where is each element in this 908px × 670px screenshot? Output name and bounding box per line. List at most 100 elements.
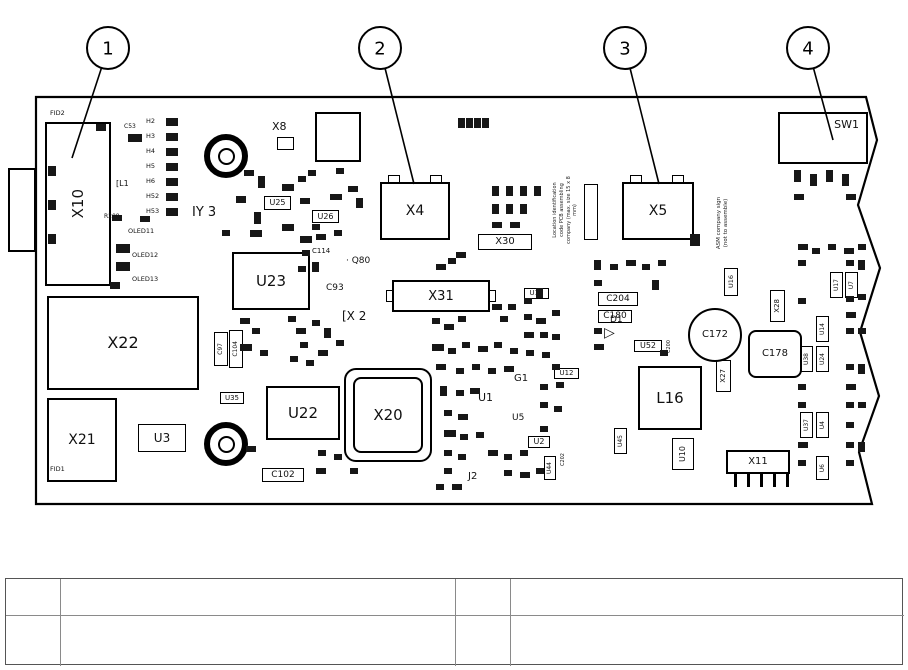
asm-note-label: ASM company sign (not to assemble) xyxy=(716,196,730,250)
passive-component xyxy=(828,244,836,250)
passive-component xyxy=(536,318,546,324)
passive-component xyxy=(534,186,541,196)
c114-label-label: C114 xyxy=(312,247,331,255)
passive-component xyxy=(594,344,604,350)
oled13-label-label: OLED13 xyxy=(132,275,159,283)
callout-balloon-1 xyxy=(86,26,130,70)
passive-component xyxy=(542,352,550,358)
passive-component xyxy=(456,252,466,258)
table-cell-r1-c1 xyxy=(6,579,61,616)
l1-label: [L1 xyxy=(116,180,140,191)
u37-ic: U37 xyxy=(800,412,813,438)
u17-ic: U17 xyxy=(830,272,843,298)
h2-label-label: H2 xyxy=(146,117,156,125)
passive-component xyxy=(858,442,865,452)
passive-component xyxy=(524,332,534,338)
x21-connector-label: X21 xyxy=(68,432,96,448)
passive-component xyxy=(166,118,178,126)
u1-label: U1 xyxy=(478,392,508,406)
passive-component xyxy=(510,348,518,354)
passive-component xyxy=(858,402,866,408)
table-cell-r2-c3 xyxy=(456,616,511,666)
passive-component xyxy=(846,364,854,370)
passive-component xyxy=(488,450,498,456)
u24-ic-label: U24 xyxy=(818,352,826,366)
callout-balloon-4 xyxy=(786,26,830,70)
passive-component xyxy=(432,344,444,351)
passive-component xyxy=(440,386,447,396)
d1-diode-label: ▷ xyxy=(604,325,615,341)
u44-ic-label: U44 xyxy=(546,461,553,475)
passive-component xyxy=(452,484,462,490)
sw1-switch-label: SW1 xyxy=(834,118,859,131)
g1-label-label: G1 xyxy=(514,373,529,384)
c180-cap: C180 xyxy=(598,310,632,323)
y3-label: IY 3 xyxy=(192,206,234,222)
passive-component xyxy=(846,402,854,408)
passive-component xyxy=(610,264,618,270)
passive-component xyxy=(48,234,56,244)
passive-component xyxy=(116,262,130,271)
passive-component xyxy=(476,432,484,438)
passive-component xyxy=(552,364,560,370)
x11-connector: X11 xyxy=(726,450,790,487)
u25-ic-label: U25 xyxy=(269,198,286,207)
h53-label: H53 xyxy=(146,208,168,217)
x2-label-label: [X 2 xyxy=(342,309,367,323)
passive-component xyxy=(526,350,534,356)
u52-ic: U52 xyxy=(634,340,662,352)
passive-component xyxy=(642,264,650,270)
passive-component xyxy=(858,328,866,334)
x31-connector-label: X31 xyxy=(428,288,454,304)
c172-cap: C172 xyxy=(688,308,742,362)
x11-connector-label: X11 xyxy=(748,456,768,467)
passive-component xyxy=(300,198,310,204)
passive-component xyxy=(308,170,316,176)
table-cell-r2-c2 xyxy=(61,616,456,666)
shield-ic xyxy=(315,112,361,162)
callout-number-3: 3 xyxy=(619,38,630,59)
passive-component xyxy=(244,170,254,176)
passive-component xyxy=(520,186,527,196)
h3-label-label: H3 xyxy=(146,132,156,140)
u38-ic: U38 xyxy=(800,346,813,372)
passive-component xyxy=(846,442,854,448)
passive-component xyxy=(492,222,502,228)
c102-cap: C102 xyxy=(262,468,304,482)
passive-component xyxy=(448,258,456,264)
oled13-label: OLED13 xyxy=(132,276,176,285)
x10-edge-tab xyxy=(8,168,36,252)
passive-component xyxy=(298,176,306,182)
passive-component xyxy=(798,442,808,448)
c97-cap: C97 xyxy=(214,332,228,366)
x4-connector: X4 xyxy=(380,182,450,240)
passive-component xyxy=(436,484,444,490)
passive-component xyxy=(552,310,560,316)
l16-inductor: L16 xyxy=(638,366,702,430)
u38-ic-label: U38 xyxy=(802,352,810,366)
passive-component xyxy=(110,282,120,289)
x11-connector-pin xyxy=(747,472,750,487)
j2-label-label: J2 xyxy=(468,471,478,482)
u3-ic: U3 xyxy=(138,424,186,452)
x20-outer xyxy=(344,368,432,462)
x5-tab-left xyxy=(630,175,642,183)
passive-component xyxy=(246,446,256,452)
passive-component xyxy=(504,366,514,372)
c104-cap-label: C104 xyxy=(232,341,239,357)
q80-label: · Q80 xyxy=(346,257,382,269)
passive-component xyxy=(336,340,344,346)
passive-component xyxy=(334,454,342,460)
passive-component xyxy=(48,200,56,210)
passive-component xyxy=(812,248,820,254)
d1-label: D1 xyxy=(610,316,636,327)
passive-component xyxy=(690,234,700,246)
passive-component xyxy=(282,224,294,231)
passive-component xyxy=(858,364,865,374)
h3-label: H3 xyxy=(146,133,166,142)
callout-balloon-3 xyxy=(603,26,647,70)
x31-tab-left xyxy=(386,290,393,302)
fid1-label-label: FID1 xyxy=(50,465,65,473)
x11-connector-pin xyxy=(773,472,776,487)
q80-label-label: · Q80 xyxy=(346,256,371,266)
